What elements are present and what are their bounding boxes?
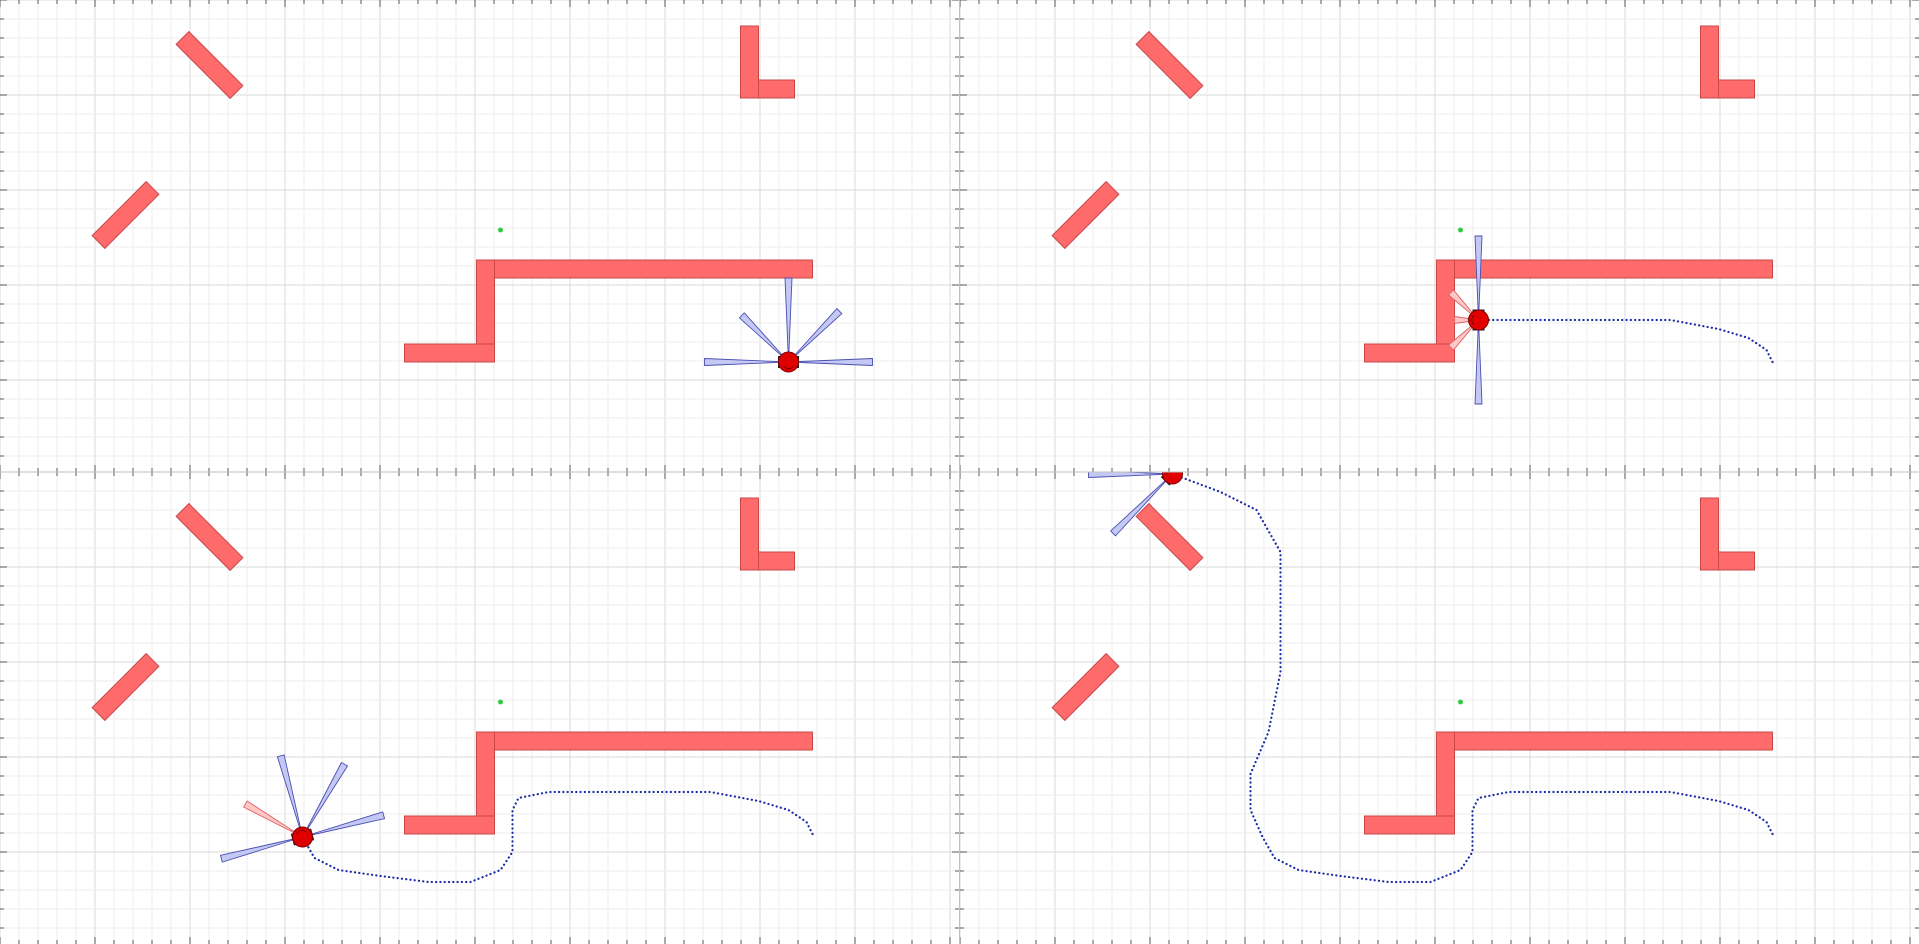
obstacle-lower-left-wall — [404, 343, 495, 363]
obstacle-l-shape-vertical — [1700, 497, 1719, 571]
sensor-beam-clear — [276, 754, 303, 838]
obstacle-long-wall-horizontal — [1436, 731, 1773, 751]
obstacle-lower-left-wall — [1364, 815, 1455, 835]
sensor-beam-clear — [220, 836, 303, 863]
sensor-beam-clear — [784, 277, 793, 363]
sensor-beam-clear — [738, 312, 789, 363]
panel-1 — [0, 0, 959, 472]
robot-body — [1162, 472, 1183, 485]
obstacle-long-wall-horizontal — [476, 731, 813, 751]
sensor-beams — [220, 754, 385, 863]
sensor-beam-clear — [1474, 319, 1483, 405]
sensor-beam-clear — [788, 308, 843, 363]
sensor-beam-hit — [243, 800, 303, 838]
trajectory-path — [1477, 318, 1774, 364]
robot-icon — [1468, 309, 1489, 331]
trajectory-path — [301, 790, 814, 884]
robot-icon — [290, 826, 315, 848]
robot-heading-mark — [783, 365, 794, 370]
goal-marker-icon — [498, 699, 503, 705]
obstacle-diagonal-wall-lower — [91, 180, 160, 250]
world — [1051, 472, 1774, 884]
panel-2 — [959, 0, 1919, 472]
obstacle-long-wall-horizontal — [1436, 259, 1773, 279]
obstacle-diagonal-wall-upper — [175, 30, 244, 100]
obstacles — [1051, 497, 1773, 835]
sensor-beam-hit — [1447, 319, 1479, 351]
axis-ticks — [0, 0, 959, 472]
robot-heading-mark — [296, 829, 307, 835]
sensor-beams — [704, 277, 873, 366]
obstacle-l-shape-vertical — [1700, 25, 1719, 99]
sensor-beam-clear — [788, 358, 873, 366]
panel-background — [960, 472, 1919, 944]
sensor-beam-clear — [1474, 235, 1483, 321]
panel-3 — [0, 471, 959, 944]
obstacle-diagonal-wall-upper — [175, 502, 244, 572]
panel-background — [0, 472, 959, 944]
axis-ticks — [0, 471, 959, 944]
sensor-beam-hit — [1447, 289, 1479, 321]
obstacle-lower-left-wall — [1364, 343, 1455, 363]
robot-heading-mark — [1471, 314, 1475, 326]
panel-divider — [0, 471, 1919, 473]
obstacles — [91, 497, 813, 835]
obstacle-l-shape-horizontal — [1718, 551, 1755, 571]
robot-body — [1468, 309, 1489, 331]
obstacle-l-shape-vertical — [740, 25, 759, 99]
obstacles — [1051, 25, 1773, 363]
obstacle-long-wall-horizontal — [476, 259, 813, 279]
sensor-beam-clear — [302, 762, 348, 838]
sensor-beams — [1447, 235, 1483, 405]
obstacle-diagonal-wall-lower — [91, 652, 160, 722]
obstacle-diagonal-wall-lower — [1051, 652, 1120, 722]
panel-background — [0, 0, 959, 472]
obstacle-diagonal-wall-upper — [1135, 502, 1204, 572]
obstacle-l-shape-horizontal — [758, 551, 795, 571]
sensor-beam-clear — [302, 811, 385, 838]
sensor-beam-clear — [704, 358, 789, 366]
robot-icon — [1160, 472, 1185, 486]
obstacle-l-shape-horizontal — [758, 79, 795, 99]
world — [1051, 25, 1774, 405]
obstacle-diagonal-wall-upper — [1135, 30, 1204, 100]
world — [91, 25, 873, 373]
robot-body — [778, 351, 799, 373]
sensor-beam-hit — [1454, 316, 1479, 324]
trajectory-path — [1171, 472, 1774, 884]
obstacle-diagonal-wall-lower — [1051, 180, 1120, 250]
panel-background — [960, 0, 1919, 472]
world — [91, 497, 814, 884]
grid — [959, 0, 1919, 472]
goal-marker-icon — [498, 227, 503, 233]
obstacle-lower-left-wall — [404, 815, 495, 835]
goal-marker-icon — [1458, 699, 1463, 705]
obstacle-l-shape-vertical — [740, 497, 759, 571]
goal-marker-icon — [1458, 227, 1463, 233]
obstacle-l-shape-horizontal — [1718, 79, 1755, 99]
robot-heading-mark — [1165, 472, 1174, 475]
robot-icon — [778, 351, 799, 373]
panel-4 — [959, 471, 1919, 944]
sensor-beams — [1088, 472, 1176, 537]
sensor-beam-clear — [1110, 473, 1173, 537]
obstacles — [91, 25, 813, 363]
